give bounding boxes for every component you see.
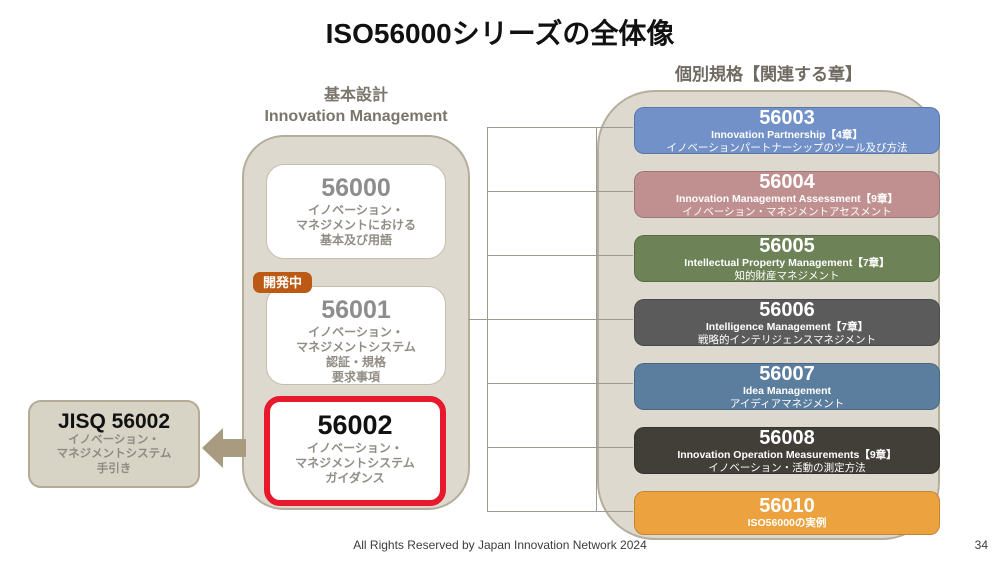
standard-jp-line: イノベーションパートナーシップのツール及び方法: [666, 141, 908, 154]
standard-box-56005: 56005 Intellectual Property Management【7…: [634, 235, 940, 282]
page-number: 34: [974, 538, 988, 552]
left-section-heading: 基本設計 Innovation Management: [242, 86, 470, 128]
individual-standards-group: 56003 Innovation Partnership【4章】 イノベーション…: [597, 90, 940, 540]
standard-box-56000: 56000 イノベーション・ マネジメントにおける 基本及び用語: [266, 164, 446, 259]
standard-box-56001: 56001 イノベーション・ マネジメントシステム 認証・規格 要求事項: [266, 286, 446, 385]
standard-en-line: Innovation Partnership【4章】: [711, 128, 863, 141]
jisq-56002-box: JISQ 56002 イノベーション・ マネジメントシステム 手引き: [28, 400, 200, 488]
connector-rung-56006: [468, 319, 633, 320]
right-section-heading: 個別規格【関連する章】: [675, 65, 862, 84]
standard-jp-line: アイディアマネジメント: [729, 397, 845, 410]
standard-number: 56003: [759, 106, 815, 129]
standard-desc-line: イノベーション・: [308, 324, 404, 339]
standard-desc-line: 基本及び用語: [319, 232, 392, 247]
connector-rung-56007: [487, 383, 633, 384]
standard-desc-line: マネジメントシステム: [295, 456, 415, 471]
standard-en-line: Intellectual Property Management【7章】: [684, 256, 890, 269]
standard-box-56010: 56010 ISO56000の実例: [634, 491, 940, 535]
copyright-text: All Rights Reserved by Japan Innovation …: [353, 538, 647, 552]
standard-number: 56002: [317, 410, 393, 440]
jisq-desc-line: イノベーション・: [68, 434, 160, 447]
jisq-desc-line: マネジメントシステム: [56, 448, 172, 461]
standard-box-56002-highlighted: 56002 イノベーション・ マネジメントシステム ガイダンス: [264, 396, 446, 506]
standard-jp-line: ISO56000の実例: [747, 517, 827, 530]
standard-jp-line: 戦略的インテリジェンスマネジメント: [698, 333, 876, 346]
left-arrow-icon: [202, 428, 246, 468]
innovation-management-group: 56000 イノベーション・ マネジメントにおける 基本及び用語 開発中 560…: [242, 135, 470, 510]
connector-rung-56004: [487, 191, 633, 192]
standard-number: 56007: [759, 362, 815, 385]
jisq-number: JISQ 56002: [57, 410, 171, 433]
standard-number: 56006: [759, 298, 815, 321]
standard-desc-line: イノベーション・: [308, 202, 404, 217]
left-heading-jp: 基本設計: [323, 87, 388, 104]
standard-en-line: Innovation Management Assessment【9章】: [676, 192, 898, 205]
standard-box-56007: 56007 Idea Management アイディアマネジメント: [634, 363, 940, 410]
standard-number: 56008: [759, 426, 815, 449]
standard-number: 56001: [321, 296, 391, 324]
standard-jp-line: 知的財産マネジメント: [734, 269, 840, 282]
standard-en-line: Innovation Operation Measurements【9章】: [677, 448, 897, 461]
connector-rung-56010: [487, 511, 633, 512]
connector-rung-56008: [487, 447, 633, 448]
standard-box-56004: 56004 Innovation Management Assessment【9…: [634, 171, 940, 218]
standard-box-56008: 56008 Innovation Operation Measurements【…: [634, 427, 940, 474]
in-development-badge: 開発中: [253, 272, 313, 293]
standard-en-line: Idea Management: [742, 384, 832, 397]
standard-desc-line: 認証・規格: [325, 354, 386, 369]
standard-box-56003: 56003 Innovation Partnership【4章】 イノベーション…: [634, 107, 940, 154]
standard-desc-line: マネジメントシステム: [296, 339, 416, 354]
left-arrow-shape: [202, 428, 246, 468]
standard-jp-line: イノベーション・活動の測定方法: [708, 461, 866, 474]
standard-number: 56010: [759, 495, 815, 518]
standard-number: 56004: [759, 170, 815, 193]
jisq-desc-line: 手引き: [96, 462, 132, 475]
page-title: ISO56000シリーズの全体像: [325, 18, 675, 49]
standard-number: 56005: [759, 234, 815, 257]
standard-desc-line: イノベーション・: [307, 441, 403, 456]
standard-en-line: Intelligence Management【7章】: [705, 320, 869, 333]
connector-rung-56005: [487, 255, 633, 256]
left-heading-en: Innovation Management: [264, 107, 448, 125]
standard-desc-line: ガイダンス: [325, 471, 385, 486]
standard-jp-line: イノベーション・マネジメントアセスメント: [682, 205, 892, 218]
standard-desc-line: マネジメントにおける: [295, 217, 416, 232]
connector-rung-56003: [487, 127, 633, 128]
standard-desc-line: 要求事項: [331, 369, 380, 384]
standard-number: 56000: [321, 174, 391, 202]
standard-box-56006: 56006 Intelligence Management【7章】 戦略的インテ…: [634, 299, 940, 346]
